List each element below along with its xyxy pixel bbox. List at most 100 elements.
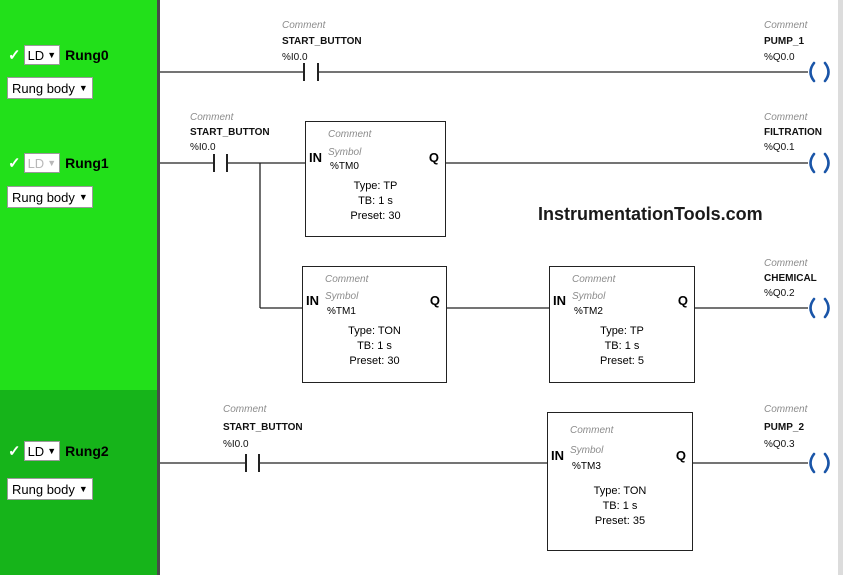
timer-id: %TM0 — [330, 161, 359, 172]
chevron-down-icon: ▼ — [78, 83, 88, 93]
timer-comment: Comment — [325, 274, 369, 285]
rung0-name: Rung0 — [65, 47, 109, 63]
timer-type: Type: TP — [353, 180, 398, 192]
timer-preset: Preset: 35 — [594, 515, 646, 527]
timer-id: %TM2 — [574, 306, 603, 317]
chevron-down-icon: ▼ — [47, 446, 57, 456]
coil3-comment: Comment — [764, 404, 808, 415]
timer-params: Type: TP TB: 1 s Preset: 5 — [550, 324, 694, 369]
rung2-body-select[interactable]: Rung body▼ — [7, 478, 93, 500]
rung0-language-value: LD — [27, 47, 45, 63]
rung0-enabled-check-icon[interactable]: ✓ — [8, 47, 21, 64]
contact1-comment: Comment — [190, 112, 234, 123]
timer-id: %TM3 — [572, 461, 601, 472]
contact0-comment: Comment — [282, 20, 326, 31]
timer-q-label: Q — [677, 293, 688, 308]
rung2-body-value: Rung body — [12, 481, 75, 497]
timer-block-tm1[interactable]: IN Q Comment Symbol %TM1 Type: TON TB: 1… — [302, 266, 447, 383]
chevron-down-icon: ▼ — [47, 50, 57, 60]
timer-in-label: IN — [306, 293, 319, 308]
timer-block-tm3[interactable]: IN Q Comment Symbol %TM3 Type: TON TB: 1… — [547, 412, 693, 551]
coil-q00-left[interactable] — [809, 61, 816, 83]
coil1-symbol: FILTRATION — [764, 127, 822, 138]
contact0-address: %I0.0 — [282, 52, 308, 63]
watermark-text: InstrumentationTools.com — [538, 204, 763, 224]
rung0-controls: ✓ LD▼ Rung0 — [8, 45, 109, 65]
coil2-symbol: CHEMICAL — [764, 273, 817, 284]
timer-timebase: TB: 1 s — [357, 340, 392, 352]
coil-q01-left[interactable] — [809, 152, 816, 174]
coil-q00-right[interactable] — [823, 61, 830, 83]
rung-sidebar: ✓ LD▼ Rung0 Rung body▼ ✓ LD▼ Rung1 Rung … — [0, 0, 157, 575]
rung1-controls: ✓ LD▼ Rung1 — [8, 153, 109, 173]
rung2-language-select[interactable]: LD▼ — [23, 441, 61, 461]
contact2-address: %I0.0 — [223, 439, 249, 450]
timer-preset: Preset: 5 — [599, 355, 645, 367]
coil3-address: %Q0.3 — [764, 439, 795, 450]
timer-block-tm0[interactable]: IN Q Comment Symbol %TM0 Type: TP TB: 1 … — [305, 121, 446, 237]
right-rail — [838, 0, 843, 575]
timer-comment: Comment — [570, 425, 614, 436]
coil-q01-right[interactable] — [823, 152, 830, 174]
timer-q-label: Q — [428, 150, 439, 165]
timer-type: Type: TP — [600, 325, 644, 337]
timer-timebase: TB: 1 s — [602, 500, 638, 512]
timer-id: %TM1 — [327, 306, 356, 317]
rung0-body-value: Rung body — [12, 80, 75, 96]
coil-q03-left[interactable] — [809, 452, 816, 474]
coil-q02-right[interactable] — [823, 297, 830, 319]
timer-symbol: Symbol — [572, 291, 606, 302]
sidebar-separator — [157, 0, 160, 575]
rung0-body-select[interactable]: Rung body▼ — [7, 77, 93, 99]
timer-symbol: Symbol — [570, 445, 604, 456]
timer-type: Type: TON — [348, 325, 401, 337]
rung2-controls: ✓ LD▼ Rung2 — [8, 441, 109, 461]
timer-q-label: Q — [429, 293, 440, 308]
chevron-down-icon: ▼ — [47, 158, 57, 168]
rung2-language-value: LD — [27, 443, 45, 459]
timer-params: Type: TON TB: 1 s Preset: 30 — [303, 324, 446, 369]
timer-preset: Preset: 30 — [349, 355, 400, 367]
coil2-address: %Q0.2 — [764, 288, 795, 299]
timer-timebase: TB: 1 s — [358, 195, 393, 207]
ladder-canvas: Comment START_BUTTON %I0.0 Comment PUMP_… — [160, 0, 838, 575]
contact1-symbol: START_BUTTON — [190, 127, 270, 138]
chevron-down-icon: ▼ — [78, 192, 88, 202]
rung2-name: Rung2 — [65, 443, 109, 459]
rung1-header-bg — [0, 108, 157, 390]
coil-q02-left[interactable] — [809, 297, 816, 319]
coil-q03-right[interactable] — [823, 452, 830, 474]
coil2-comment: Comment — [764, 258, 808, 269]
timer-q-label: Q — [675, 448, 686, 463]
ladder-wires — [160, 61, 830, 474]
timer-comment: Comment — [328, 129, 372, 140]
rung1-body-value: Rung body — [12, 189, 75, 205]
timer-preset: Preset: 30 — [350, 210, 401, 222]
timer-symbol: Symbol — [325, 291, 359, 302]
contact1-address: %I0.0 — [190, 142, 216, 153]
rung1-name: Rung1 — [65, 155, 109, 171]
rung0-language-select[interactable]: LD▼ — [23, 45, 61, 65]
coil1-address: %Q0.1 — [764, 142, 795, 153]
timer-in-label: IN — [551, 448, 564, 463]
timer-in-label: IN — [309, 150, 322, 165]
rung1-language-select[interactable]: LD▼ — [23, 153, 61, 173]
timer-comment: Comment — [572, 274, 616, 285]
coil0-comment: Comment — [764, 20, 808, 31]
rung2-enabled-check-icon[interactable]: ✓ — [8, 443, 21, 460]
coil0-address: %Q0.0 — [764, 52, 795, 63]
contact0-symbol: START_BUTTON — [282, 36, 362, 47]
coil1-comment: Comment — [764, 112, 808, 123]
contact2-symbol: START_BUTTON — [223, 422, 303, 433]
coil3-symbol: PUMP_2 — [764, 422, 805, 433]
timer-type: Type: TON — [593, 485, 647, 497]
timer-symbol: Symbol — [328, 147, 362, 158]
timer-in-label: IN — [553, 293, 566, 308]
timer-block-tm2[interactable]: IN Q Comment Symbol %TM2 Type: TP TB: 1 … — [549, 266, 695, 383]
contact2-comment: Comment — [223, 404, 267, 415]
chevron-down-icon: ▼ — [78, 484, 88, 494]
rung1-enabled-check-icon[interactable]: ✓ — [8, 155, 21, 172]
timer-params: Type: TP TB: 1 s Preset: 30 — [306, 179, 445, 224]
timer-timebase: TB: 1 s — [604, 340, 640, 352]
rung1-body-select[interactable]: Rung body▼ — [7, 186, 93, 208]
